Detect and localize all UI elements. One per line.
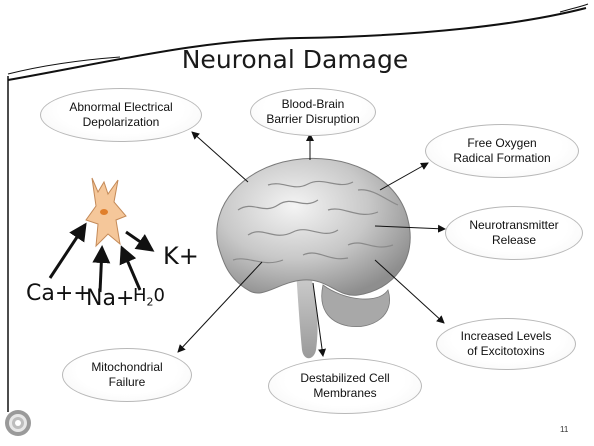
ion-potassium: K+: [163, 242, 199, 270]
oval-line: Free Oxygen: [453, 136, 550, 151]
oval-line: Barrier Disruption: [266, 112, 359, 127]
oval-line: Radical Formation: [453, 151, 550, 166]
arrow-to-neurotransmitter: [375, 226, 445, 229]
oval-line: Failure: [91, 375, 162, 390]
arrow-to-oxygen: [380, 163, 428, 190]
oval-line: Release: [469, 233, 558, 248]
oval-line: Destabilized Cell: [300, 371, 389, 386]
oval-line: Mitochondrial: [91, 360, 162, 375]
water-subscript: 2: [147, 296, 154, 309]
arrow-to-membranes: [313, 283, 323, 356]
arrow-calcium: [50, 225, 85, 278]
ion-sodium: Na+: [86, 286, 134, 311]
nucleus-icon: [100, 209, 108, 215]
page-number: 11: [560, 425, 568, 434]
water-h: H: [133, 285, 147, 306]
ion-calcium: Ca++: [26, 281, 92, 306]
neuron-cell-icon: [82, 176, 132, 248]
oval-line: Depolarization: [69, 115, 172, 130]
arrow-to-excitotoxins: [375, 260, 444, 323]
arrow-to-abnormal: [192, 132, 248, 182]
oval-line: Membranes: [300, 386, 389, 401]
oval-line: Neurotransmitter: [469, 218, 558, 233]
oval-line: Abnormal Electrical: [69, 100, 172, 115]
arrow-water: [122, 248, 140, 290]
water-o: 0: [154, 285, 165, 306]
oval-line: Increased Levels: [461, 329, 552, 344]
arrow-to-mitochondrial: [178, 262, 262, 352]
oval-line: Blood-Brain: [266, 97, 359, 112]
ion-water: H20: [133, 285, 165, 309]
oval-line: of Excitotoxins: [461, 344, 552, 359]
